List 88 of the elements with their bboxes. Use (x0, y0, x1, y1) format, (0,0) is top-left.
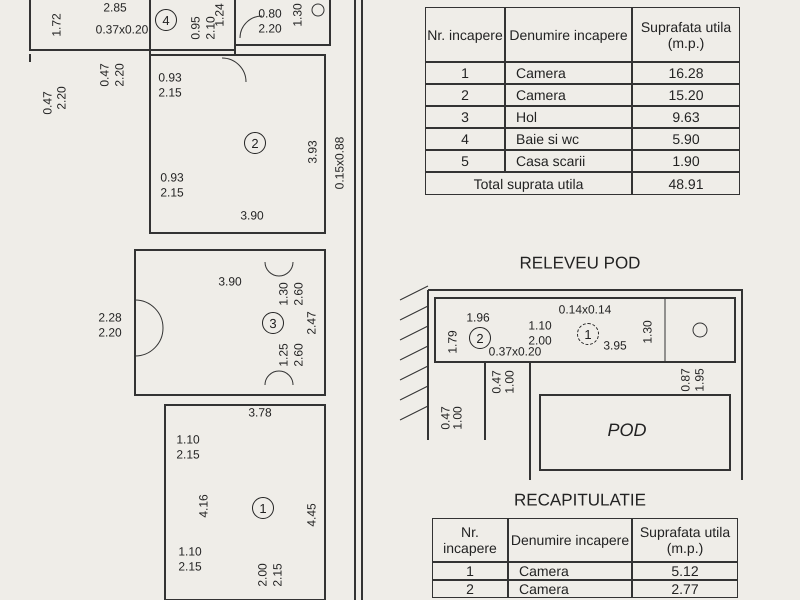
room-number: 2 (469, 327, 491, 349)
table-cell: Camera (505, 62, 632, 84)
dimension-label: 0.37x0.20 (96, 24, 148, 36)
column-header: Suprafata utila (m.p.) (632, 7, 740, 62)
dimension-label: 0.15x0.88 (334, 136, 346, 190)
table-cell: 9.63 (632, 106, 740, 128)
dimension-label: 2.20 (98, 326, 122, 340)
dimension-label: 2.20 (56, 86, 68, 110)
table-cell: 5.12 (632, 562, 738, 580)
dimension-label: 2.85 (103, 2, 127, 14)
dimension-label: 1.96 (466, 312, 490, 324)
dimension-label: 3.93 (306, 140, 320, 164)
table-cell: 2 (432, 580, 508, 598)
room-label: POD (608, 420, 646, 440)
column-header: Denumire incapere (508, 518, 632, 562)
table-cell: 4 (425, 128, 505, 150)
table-cell: Camera (505, 84, 632, 106)
dimension-label: 1.00 (452, 406, 464, 430)
dimension-label: 1.25 (278, 343, 290, 367)
room-number: 4 (155, 9, 177, 31)
table-cell: 2 (425, 84, 505, 106)
dimension-label: 2.60 (292, 282, 306, 306)
dimension-label: 1.72 (50, 13, 64, 37)
dimension-label: 1.30 (292, 3, 304, 27)
room-number: 1 (252, 497, 274, 519)
column-header: Nr. incapere (425, 7, 505, 62)
dimension-label: 3.90 (240, 210, 264, 222)
column-header: Nr. incapere (432, 518, 508, 562)
column-header: Suprafata utila (m.p.) (632, 518, 738, 562)
section-heading: RECAPITULATIE (514, 490, 646, 510)
table-cell: 15.20 (632, 84, 740, 106)
dimension-label: 1.95 (694, 368, 706, 392)
dimension-label: 2.15 (160, 186, 184, 200)
dimension-label: 3.95 (603, 340, 627, 352)
dimension-label: 0.37x0.20 (488, 346, 542, 358)
dimension-label: 1.79 (446, 330, 460, 354)
dimension-label: 2.15 (272, 563, 284, 587)
table-cell: 2.77 (632, 580, 738, 598)
dimension-label: 2.28 (98, 312, 122, 324)
dimension-label: 0.93 (160, 172, 184, 184)
table-cell: Hol (505, 106, 632, 128)
dimension-label: 1.10 (176, 434, 200, 446)
table-cell: 16.28 (632, 62, 740, 84)
table-cell: 1 (425, 62, 505, 84)
dimension-label: 0.93 (158, 72, 182, 84)
dimension-label: 2.47 (306, 311, 318, 335)
room-number: 1 (577, 323, 599, 345)
dimension-label: 1.30 (278, 282, 290, 306)
table-cell: Total suprata utila (425, 172, 632, 195)
room-number: 2 (244, 132, 266, 154)
dimension-label: 2.15 (158, 86, 182, 100)
dimension-label: 1.10 (178, 546, 202, 558)
room-number: 3 (262, 312, 284, 334)
section-heading: RELEVEU POD (520, 254, 640, 272)
table-cell: 5.90 (632, 128, 740, 150)
table-cell: Camera (508, 580, 632, 598)
table-cell: 48.91 (632, 172, 740, 195)
dimension-label: 0.95 (190, 16, 202, 40)
dimension-label: 0.47 (98, 63, 112, 87)
dimension-label: 1.10 (528, 320, 552, 332)
dimension-label: 0.80 (258, 8, 282, 20)
dimension-label: 2.20 (258, 22, 282, 36)
dimension-label: 1.30 (642, 320, 654, 344)
table-cell: 1.90 (632, 150, 740, 172)
dimension-label: 0.87 (680, 368, 692, 392)
dimension-label: 3.78 (248, 406, 272, 420)
table-cell: 3 (425, 106, 505, 128)
dimension-label: 4.16 (198, 494, 210, 518)
dimension-label: 2.15 (176, 448, 200, 462)
table-cell: Casa scarii (505, 150, 632, 172)
table-cell: 5 (425, 150, 505, 172)
dimension-label: 1.00 (504, 370, 516, 394)
table-cell: Camera (508, 562, 632, 580)
dimension-label: 0.47 (42, 91, 54, 115)
dimension-label: 2.20 (114, 63, 126, 87)
table-cell: 1 (432, 562, 508, 580)
dimension-label: 0.47 (440, 406, 452, 430)
dimension-label: 0.14x0.14 (558, 304, 612, 316)
dimension-label: 2.60 (292, 343, 306, 367)
dimension-label: 4.45 (306, 503, 318, 527)
table-cell: Baie si wc (505, 128, 632, 150)
dimension-label: 2.00 (256, 563, 270, 587)
dimension-label: 2.00 (528, 334, 552, 348)
dimension-label: 0.47 (490, 370, 504, 394)
dimension-label: 3.90 (218, 276, 242, 288)
column-header: Denumire incapere (505, 7, 632, 62)
dimension-label: 1.24 (214, 3, 226, 27)
dimension-label: 2.15 (178, 560, 202, 574)
